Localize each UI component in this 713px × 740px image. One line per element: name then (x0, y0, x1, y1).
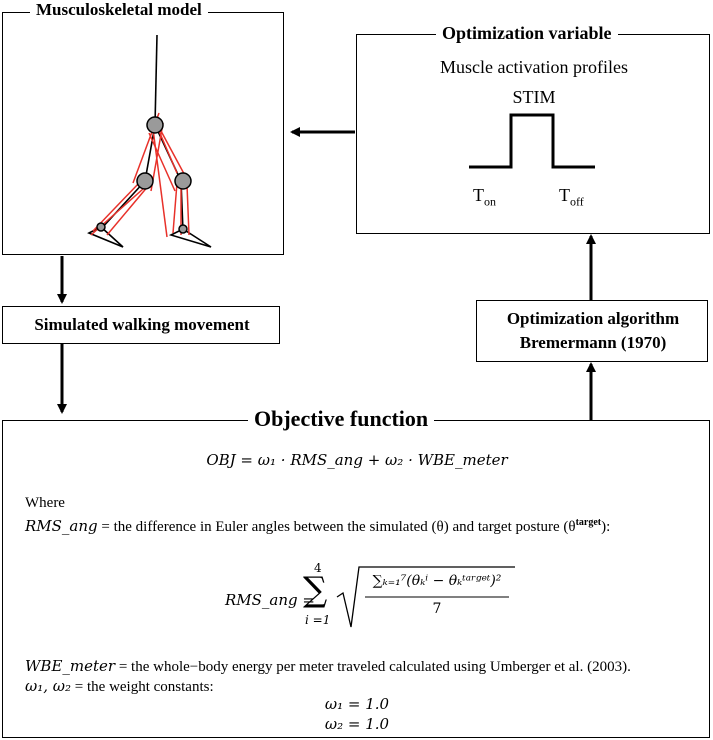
rms-inner-denominator: 7 (432, 601, 442, 617)
optimization-variable-box: Muscle activation profiles STIM Ton Toff (356, 34, 710, 234)
wbe-definition: WBE_meter = the whole−body energy per me… (25, 657, 631, 675)
musculoskeletal-model-box (2, 12, 284, 255)
t-off-label: Toff (559, 185, 584, 209)
algorithm-label-line2: Bremermann (1970) (519, 333, 667, 352)
rms-definition: RMS_ang = the difference in Euler angles… (25, 517, 611, 535)
rms-formula-lhs: RMS_ang = (225, 591, 315, 609)
where-label: Where (25, 495, 65, 511)
simulated-walking-box: Simulated walking movement (2, 306, 280, 344)
objective-function-title: Objective function (248, 405, 435, 433)
simulated-walking-label: Simulated walking movement (34, 315, 250, 334)
stim-pulse-graph (469, 113, 595, 169)
stim-label: STIM (512, 87, 556, 107)
sqrt-symbol (336, 566, 515, 628)
activation-profiles-label: Muscle activation profiles (440, 57, 628, 77)
walking-model-figure (87, 34, 212, 248)
sum-lower-limit: i =1 (305, 613, 331, 627)
obj-formula: OBJ = ω₁ · RMS_ang + ω₂ · WBE_meter (206, 451, 508, 469)
rms-inner-numerator: ∑ₖ₌₁⁷(θₖⁱ − θₖᵗᵃʳᵍᵉᵗ)² (372, 573, 502, 589)
weight-w2: ω₂ = 1.0 (324, 715, 390, 733)
weights-definition: ω₁, ω₂ = the weight constants: (25, 677, 214, 695)
optimization-algorithm-box: Optimization algorithm Bremermann (1970) (476, 300, 708, 362)
t-on-label: Ton (473, 185, 496, 209)
algorithm-label-line1: Optimization algorithm (506, 309, 680, 328)
optimization-variable-title: Optimization variable (436, 22, 618, 44)
objective-function-box: OBJ = ω₁ · RMS_ang + ω₂ · WBE_meter Wher… (2, 420, 710, 738)
sum-upper-limit: 4 (314, 561, 322, 575)
musculoskeletal-model-title: Musculoskeletal model (30, 0, 208, 20)
sum-sigma: ∑ (303, 570, 328, 610)
weight-w1: ω₁ = 1.0 (324, 695, 390, 713)
